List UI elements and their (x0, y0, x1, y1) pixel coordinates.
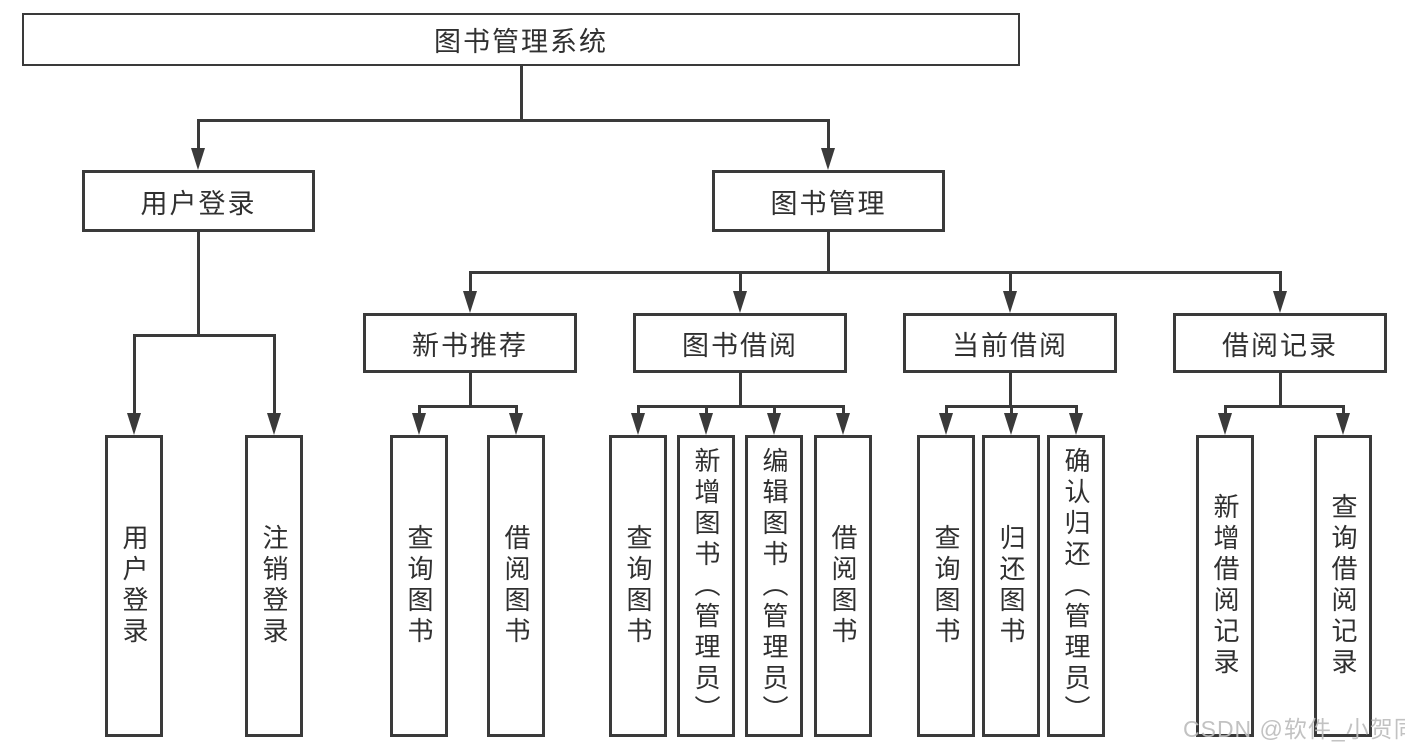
watermark: CSDN @软件_小贺同学 (1183, 716, 1405, 742)
leaf-label: 借阅图书 (828, 524, 858, 648)
arrow-head (127, 413, 141, 435)
connector-line (637, 405, 844, 408)
arrow-head (1003, 291, 1017, 313)
connector-line (273, 334, 276, 419)
arrow-head (412, 413, 426, 435)
connector-line (1009, 271, 1012, 297)
leaf-label: 查询图书 (404, 524, 434, 648)
arrow-head (1273, 291, 1287, 313)
connector-line (469, 373, 472, 408)
node-label: 图书借阅 (682, 330, 798, 361)
connector-line (739, 271, 742, 297)
arrow-head (509, 413, 523, 435)
node-label: 用户登录 (140, 188, 257, 219)
leaf-add-books-admin: 新增图书（管理员） (677, 435, 735, 737)
connector-line (469, 271, 472, 297)
arrow-head (1069, 413, 1083, 435)
leaf-user-login: 用户登录 (105, 435, 163, 737)
arrow-head (836, 413, 850, 435)
arrow-head (631, 413, 645, 435)
arrow-head (939, 413, 953, 435)
node-label: 新书推荐 (412, 330, 528, 361)
node-label: 图书管理 (770, 188, 887, 219)
connector-line (197, 232, 200, 337)
leaf-label: 确认归还（管理员） (1061, 446, 1091, 726)
connector-line (739, 373, 742, 408)
leaf-query-borrow-record: 查询借阅记录 (1314, 435, 1372, 737)
arrow-head (463, 291, 477, 313)
connector-line (1279, 271, 1282, 297)
connector-line (520, 66, 523, 122)
arrow-head (191, 148, 205, 170)
node-label: 借阅记录 (1222, 330, 1338, 361)
connector-line (1279, 373, 1282, 408)
leaf-query-books-current: 查询图书 (917, 435, 975, 737)
arrow-head (1336, 413, 1350, 435)
leaf-label: 新增借阅记录 (1210, 493, 1240, 679)
arrow-head (699, 413, 713, 435)
leaf-label: 新增图书（管理员） (691, 446, 721, 726)
connector-line (1224, 405, 1344, 408)
leaf-label: 编辑图书（管理员） (759, 446, 789, 726)
arrow-head (1218, 413, 1232, 435)
connector-line (133, 334, 136, 419)
leaf-logout: 注销登录 (245, 435, 303, 737)
connector-line (1009, 373, 1012, 408)
node-user-login: 用户登录 (82, 170, 315, 232)
node-library-system: 图书管理系统 (22, 13, 1020, 66)
leaf-label: 用户登录 (119, 524, 149, 648)
connector-line (827, 119, 830, 152)
node-label: 图书管理系统 (434, 27, 608, 57)
leaf-borrow-books-recommend: 借阅图书 (487, 435, 545, 737)
arrow-head (1004, 413, 1018, 435)
connector-line (197, 119, 830, 122)
connector-line (418, 405, 517, 408)
connector-line (197, 119, 200, 152)
leaf-label: 归还图书 (996, 524, 1026, 648)
leaf-label: 查询图书 (623, 524, 653, 648)
node-label: 当前借阅 (952, 330, 1068, 361)
node-new-book-recommend: 新书推荐 (363, 313, 577, 373)
arrow-head (733, 291, 747, 313)
leaf-label: 查询借阅记录 (1328, 493, 1358, 679)
leaf-query-books-recommend: 查询图书 (390, 435, 448, 737)
leaf-add-borrow-record: 新增借阅记录 (1196, 435, 1254, 737)
leaf-confirm-return-admin: 确认归还（管理员） (1047, 435, 1105, 737)
node-borrowing-records: 借阅记录 (1173, 313, 1387, 373)
connector-line (469, 271, 1282, 274)
leaf-query-books-borrowing: 查询图书 (609, 435, 667, 737)
leaf-return-books: 归还图书 (982, 435, 1040, 737)
leaf-edit-books-admin: 编辑图书（管理员） (745, 435, 803, 737)
connector-line (827, 232, 830, 274)
leaf-borrow-books-borrowing: 借阅图书 (814, 435, 872, 737)
node-current-borrowing: 当前借阅 (903, 313, 1117, 373)
node-book-management: 图书管理 (712, 170, 945, 232)
leaf-label: 查询图书 (931, 524, 961, 648)
node-book-borrowing: 图书借阅 (633, 313, 847, 373)
arrow-head (767, 413, 781, 435)
arrow-head (821, 148, 835, 170)
leaf-label: 借阅图书 (501, 524, 531, 648)
connector-line (133, 334, 276, 337)
leaf-label: 注销登录 (259, 524, 289, 648)
arrow-head (267, 413, 281, 435)
